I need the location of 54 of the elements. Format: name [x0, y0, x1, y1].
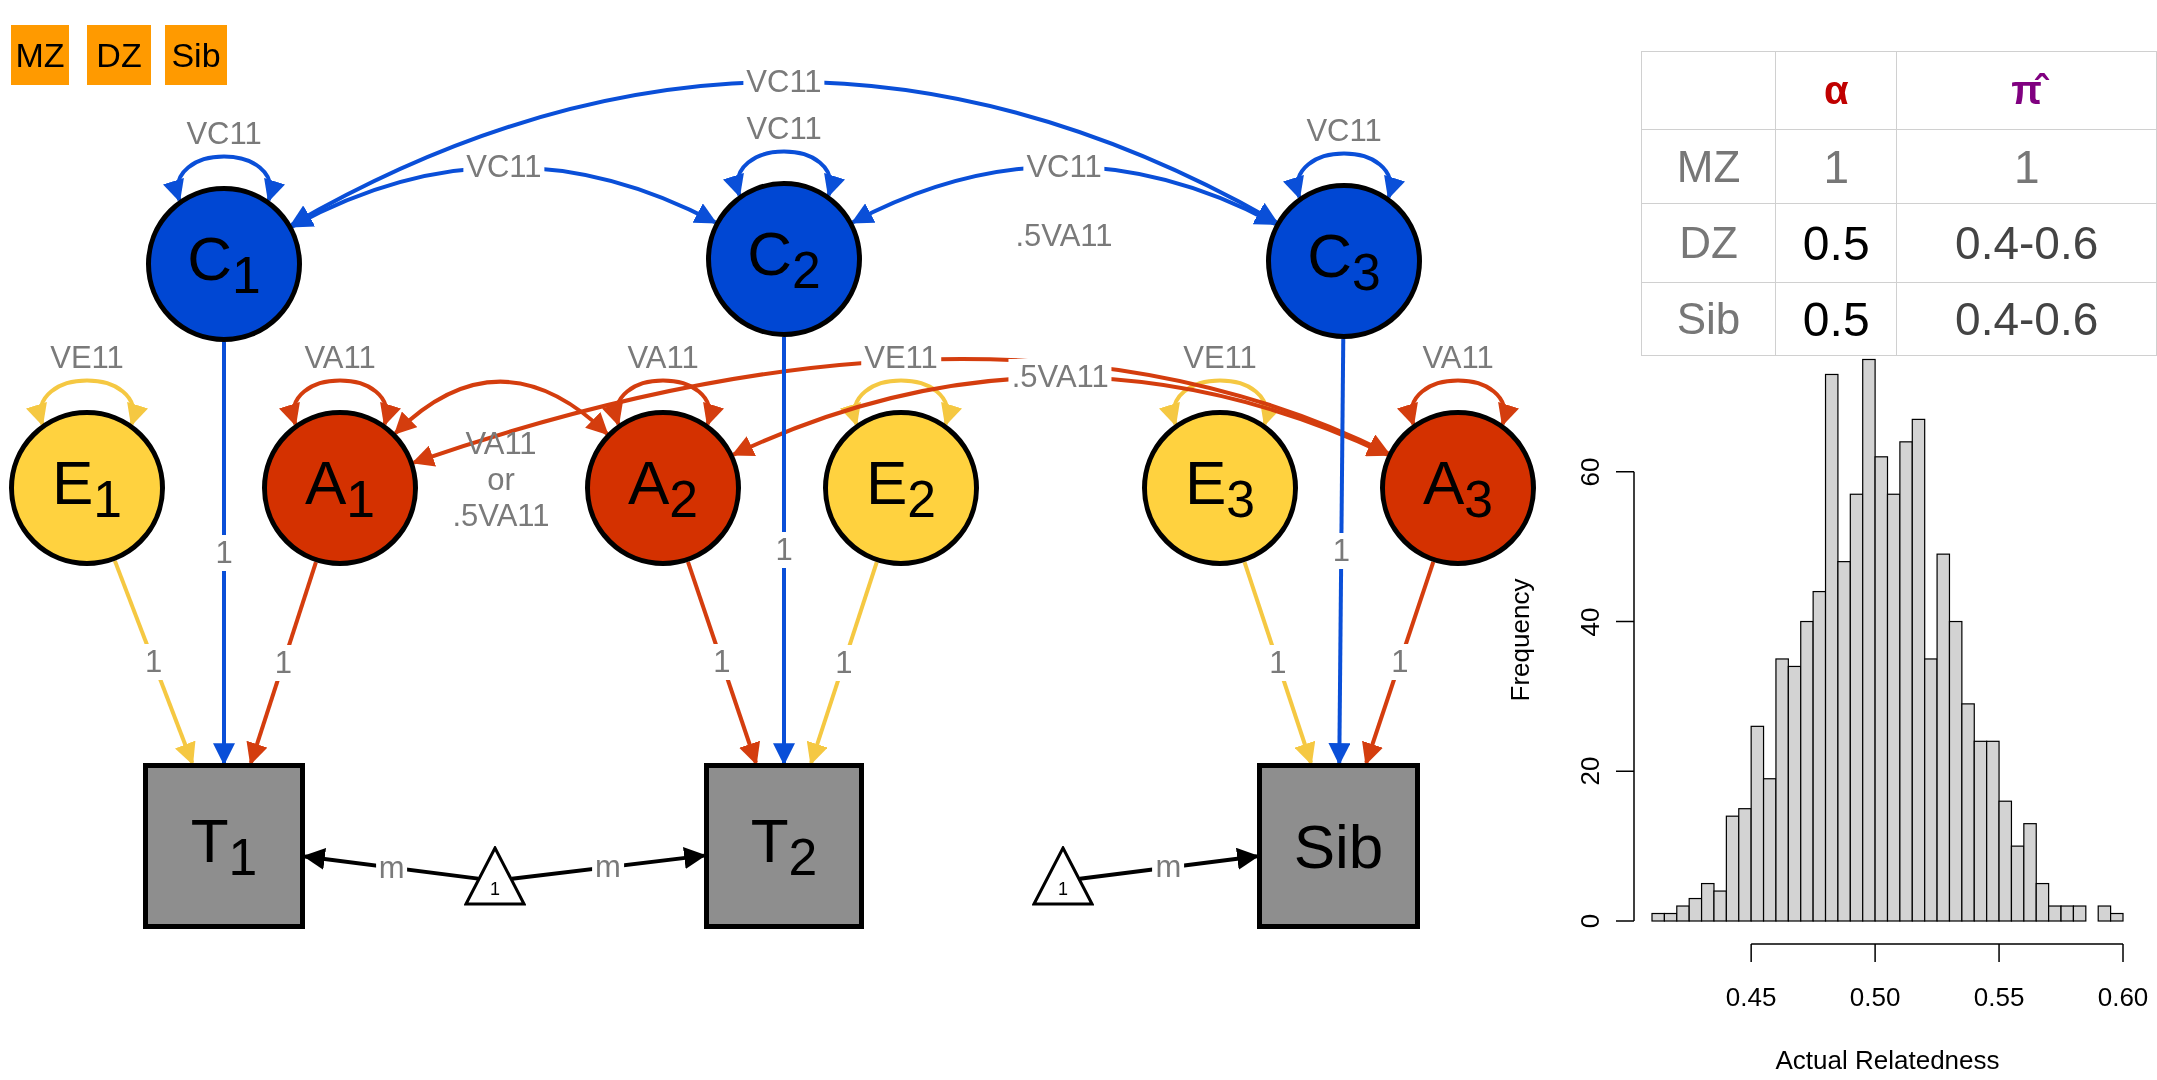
table-cell: 1	[1775, 129, 1897, 204]
circle-node: E$_{2}$	[823, 410, 979, 566]
edge-label: 1	[141, 643, 166, 680]
square-node: T$_{1}$	[143, 763, 305, 929]
curved-double-arrow	[725, 149, 843, 198]
curved-double-arrow	[604, 378, 722, 427]
circle-node: A$_{2}$	[585, 410, 741, 566]
axis-tick-label: 0.50	[1849, 981, 1901, 1013]
table-cell: DZ	[1641, 203, 1776, 283]
label-tag: DZ	[87, 25, 151, 85]
curved-double-arrow	[165, 154, 283, 203]
curved-double-arrow	[289, 80, 1279, 227]
axis-tick-label: 40	[1574, 607, 1606, 636]
axis-tick-label: 0	[1574, 913, 1606, 929]
circle-node: E$_{1}$	[9, 410, 165, 566]
arrow	[773, 337, 795, 766]
table-cell: 0.4-0.6	[1896, 203, 2157, 283]
table-cell: 1	[1896, 129, 2157, 204]
table-cell: 0.4-0.6	[1896, 282, 2157, 356]
circle-node: C$_{3}$	[1266, 183, 1422, 339]
table-cell: 0.5	[1775, 282, 1897, 356]
triangle-node: 1	[1032, 846, 1094, 906]
table-cell: π̂	[1896, 51, 2157, 130]
label-tag: MZ	[11, 25, 69, 85]
axis-title: Actual Relatedness	[1775, 1044, 2000, 1076]
label-tag: Sib	[165, 25, 227, 85]
curved-double-arrow	[393, 379, 609, 436]
curved-double-arrow	[1161, 378, 1279, 427]
curved-double-arrow	[1285, 151, 1403, 200]
curved-double-arrow	[842, 378, 960, 427]
edge-label: VA11 or .5VA11	[451, 426, 551, 534]
arrow	[213, 342, 235, 766]
triangle-node: 1	[464, 846, 526, 906]
axis-tick-label: 20	[1574, 756, 1606, 786]
table-cell: 0.5	[1775, 203, 1897, 283]
circle-node: A$_{3}$	[1380, 410, 1536, 566]
axis-tick-label: 0.60	[2097, 981, 2149, 1013]
curved-double-arrow	[28, 378, 146, 427]
curved-double-arrow	[281, 378, 399, 427]
square-node: Sib	[1257, 763, 1420, 929]
curved-double-arrow	[1399, 378, 1517, 427]
circle-node: E$_{3}$	[1142, 410, 1298, 566]
table-cell: α	[1775, 51, 1897, 130]
axis-tick-label: 0.55	[1973, 981, 2025, 1013]
circle-node: A$_{1}$	[262, 410, 418, 566]
arrow	[1328, 338, 1351, 766]
circle-node: C$_{2}$	[706, 181, 862, 337]
table-cell: MZ	[1641, 129, 1776, 204]
circle-node: C$_{1}$	[146, 186, 302, 342]
axis-tick-label: 60	[1574, 457, 1606, 487]
axis-tick-label: 0.45	[1725, 981, 1777, 1013]
axis-title: Frequency	[1504, 578, 1536, 702]
table-cell: Sib	[1641, 282, 1776, 356]
square-node: T$_{2}$	[704, 763, 864, 929]
